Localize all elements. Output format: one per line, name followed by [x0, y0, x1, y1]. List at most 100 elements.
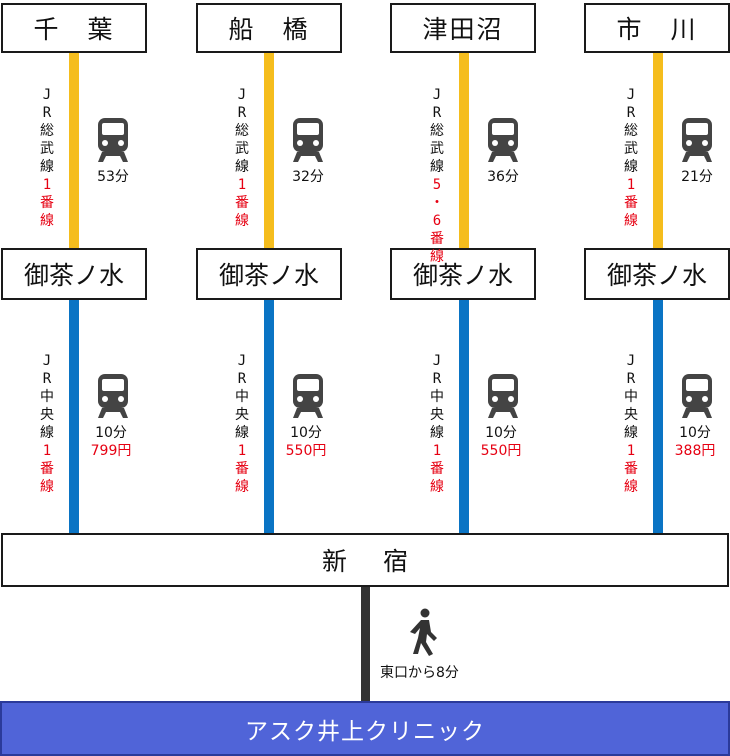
- origin-station-box: 津田沼: [390, 3, 536, 53]
- line-label-char: 線: [430, 425, 444, 441]
- line-label-char: 線: [624, 159, 638, 175]
- track-label-char: 線: [624, 479, 638, 495]
- line-label-char: 中: [430, 389, 444, 405]
- track-label-char: 6: [432, 213, 442, 229]
- fare-price: 550円: [480, 443, 522, 459]
- line-label-char: 総: [624, 123, 638, 139]
- fare-price: 388円: [674, 443, 716, 459]
- track-label-char: 線: [430, 479, 444, 495]
- track-label-char: 番: [624, 195, 638, 211]
- track-label-char: 線: [40, 479, 54, 495]
- line-label-char: J: [237, 353, 247, 369]
- track-label-char: 番: [624, 461, 638, 477]
- sobu-travel-info: 36分: [468, 168, 538, 186]
- train-icon: [680, 374, 714, 418]
- transfer-station-box: 御茶ノ水: [1, 248, 147, 300]
- train-icon: [486, 374, 520, 418]
- track-label-char: 番: [430, 461, 444, 477]
- line-label-char: R: [42, 105, 52, 121]
- travel-time: 36分: [487, 169, 519, 185]
- sobu-line-segment: [264, 53, 274, 248]
- sobu-travel-info: 53分: [78, 168, 148, 186]
- line-label-char: R: [626, 371, 636, 387]
- line-label-char: 線: [235, 159, 249, 175]
- sobu-line-segment: [69, 53, 79, 248]
- sobu-line-segment: [459, 53, 469, 248]
- train-icon: [291, 374, 325, 418]
- track-label-char: 1: [42, 443, 52, 459]
- line-label-char: 総: [430, 123, 444, 139]
- track-label-char: ・: [430, 195, 444, 211]
- line-label-char: 武: [430, 141, 444, 157]
- track-label-char: 5: [432, 177, 442, 193]
- line-label-char: 線: [235, 425, 249, 441]
- walk-time-label: 東口から8分: [380, 665, 459, 681]
- line-label-char: R: [42, 371, 52, 387]
- line-label-char: 央: [40, 407, 54, 423]
- chuo-line-segment: [653, 300, 663, 533]
- line-label-char: 央: [235, 407, 249, 423]
- shinjuku-station-box: 新宿: [1, 533, 729, 587]
- line-label-char: 総: [235, 123, 249, 139]
- line-label-char: 中: [624, 389, 638, 405]
- line-label-char: R: [237, 105, 247, 121]
- sobu-travel-info: 21分: [662, 168, 730, 186]
- track-label-char: 1: [42, 177, 52, 193]
- transfer-station-box: 御茶ノ水: [584, 248, 730, 300]
- chuo-line-segment: [69, 300, 79, 533]
- clinic-name-banner: アスク井上クリニック: [0, 701, 730, 756]
- line-label-char: 央: [430, 407, 444, 423]
- line-label-char: J: [432, 87, 442, 103]
- track-label-char: 番: [235, 461, 249, 477]
- walk-path-line: [361, 587, 370, 701]
- track-label-char: 番: [40, 461, 54, 477]
- line-label-char: 武: [40, 141, 54, 157]
- line-label-char: J: [237, 87, 247, 103]
- track-label-char: 1: [237, 177, 247, 193]
- track-label-char: 線: [235, 213, 249, 229]
- line-label-char: 武: [235, 141, 249, 157]
- track-label-char: 番: [430, 231, 444, 247]
- line-label-char: R: [626, 105, 636, 121]
- line-label-char: J: [626, 87, 636, 103]
- sobu-line-segment: [653, 53, 663, 248]
- fare-price: 550円: [285, 443, 327, 459]
- line-label-char: J: [42, 353, 52, 369]
- line-label-char: 総: [40, 123, 54, 139]
- walking-person-icon: [410, 608, 437, 656]
- origin-station-box: 船 橋: [196, 3, 342, 53]
- track-label-char: 番: [40, 195, 54, 211]
- train-icon: [486, 118, 520, 162]
- track-label-char: 線: [235, 479, 249, 495]
- track-label-char: 線: [40, 213, 54, 229]
- transfer-station-box: 御茶ノ水: [196, 248, 342, 300]
- line-label-char: J: [42, 87, 52, 103]
- train-icon: [680, 118, 714, 162]
- sobu-travel-info: 32分: [273, 168, 343, 186]
- train-icon: [291, 118, 325, 162]
- track-label-char: 1: [626, 443, 636, 459]
- track-label-char: 1: [626, 177, 636, 193]
- fare-price: 799円: [90, 443, 132, 459]
- track-label-char: 線: [430, 249, 444, 265]
- travel-time: 21分: [681, 169, 713, 185]
- chuo-line-segment: [459, 300, 469, 533]
- transfer-station-box: 御茶ノ水: [390, 248, 536, 300]
- origin-station-box: 市 川: [584, 3, 730, 53]
- line-label-char: 線: [40, 425, 54, 441]
- line-label-char: 武: [624, 141, 638, 157]
- line-label-char: J: [626, 353, 636, 369]
- line-label-char: 中: [235, 389, 249, 405]
- line-label-char: J: [432, 353, 442, 369]
